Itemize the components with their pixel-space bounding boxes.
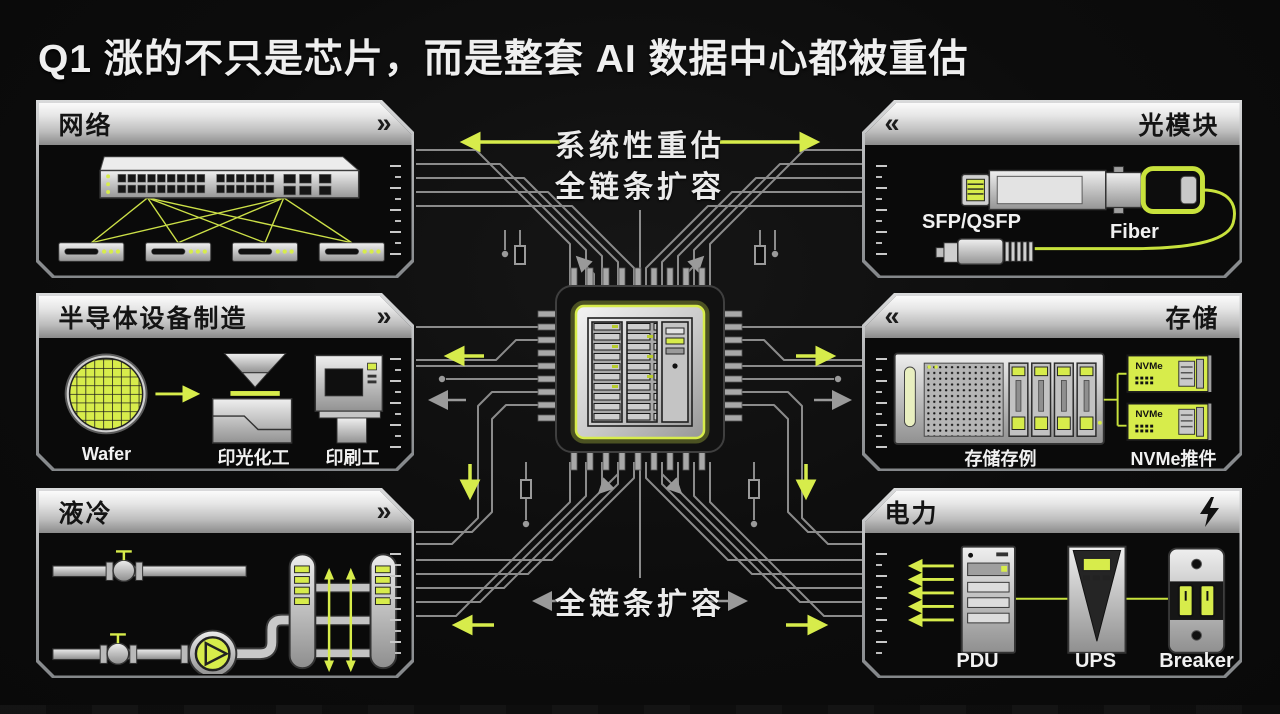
lightning-icon (1200, 497, 1220, 527)
full-chain-expansion-top-label: 全链条扩容 (555, 171, 725, 204)
power-chain-illustration (867, 537, 1238, 674)
breaker-label: Breaker (1159, 649, 1234, 672)
switch-ports (117, 174, 330, 195)
panel-storage-header: « 存储 (865, 296, 1240, 340)
fiber-label: Fiber (1110, 220, 1159, 243)
lithography-machine-icon (212, 353, 291, 442)
power-output-arrows (912, 565, 953, 619)
panel-semiconductor: 半导体设备制造 » (36, 293, 414, 471)
chip-die-rack-art (587, 317, 693, 427)
panel-optical-title: 光模块 (1138, 111, 1220, 140)
gray-arrows (428, 390, 852, 611)
breaker-icon (1168, 548, 1223, 652)
optical-module-illustration (867, 149, 1238, 274)
panel-storage: « 存储 (862, 293, 1242, 471)
nvme-text: NVMe (1135, 361, 1163, 372)
trace-pads (438, 245, 842, 528)
patch-connector-icon (936, 238, 1033, 263)
panel-semiconductor-title: 半导体设备制造 (58, 304, 248, 333)
panel-network: 网络 » (36, 100, 414, 278)
chevron-right-icon: » (376, 108, 392, 138)
full-chain-expansion-bottom-label: 全链条扩容 (555, 588, 725, 621)
panel-optical: « 光模块 (862, 100, 1242, 278)
pipe-bottom-pump (52, 619, 291, 673)
connector-ticks (390, 358, 401, 451)
fiber-connector-icon (1143, 168, 1202, 211)
footer-watermark (0, 705, 1280, 714)
panel-liquid-cooling: 液冷 » (36, 488, 414, 678)
wafer-icon (65, 354, 146, 433)
panel-power-title: 电力 (884, 499, 939, 528)
connector-ticks (390, 165, 401, 258)
panel-power-header: 电力 (865, 491, 1240, 535)
panel-storage-title: 存储 (1165, 304, 1220, 333)
panel-optical-header: « 光模块 (865, 103, 1240, 147)
pdu-label: PDU (956, 649, 999, 672)
ups-icon (1068, 546, 1125, 652)
storage-array-icon (894, 353, 1103, 443)
chip-pins (537, 267, 743, 471)
network-switch-illustration (41, 149, 410, 274)
chevron-left-icon: « (884, 108, 900, 138)
panel-network-title: 网络 (58, 111, 113, 140)
green-flow-arrows (443, 131, 837, 636)
sfp-label: SFP/QSFP (922, 210, 1021, 233)
systemic-reassessment-label: 系统性重估 (555, 130, 725, 163)
storage-instance-label: 存储存例 (964, 448, 1037, 469)
wafer-label: Wafer (81, 443, 132, 464)
nvme-stick-icon: NVMe (1127, 403, 1211, 440)
nvme-stick-icon: NVMe (1127, 355, 1211, 392)
pipe-top (52, 551, 245, 581)
panel-semiconductor-header: 半导体设备制造 » (39, 296, 412, 340)
flow-arrows (324, 567, 356, 671)
litho-label: 印光化工 (217, 447, 290, 468)
chevron-left-icon: « (884, 301, 900, 331)
manifolds (289, 554, 396, 668)
panel-network-header: 网络 » (39, 103, 412, 147)
panel-power: 电力 (862, 488, 1242, 678)
fiber-cable (1034, 190, 1234, 249)
connector-ticks (876, 553, 887, 658)
chevron-right-icon: » (376, 301, 392, 331)
ups-label: UPS (1074, 649, 1117, 672)
nvme-module-label: NVMe推件 (1130, 448, 1217, 469)
page-title: Q1 涨的不只是芯片，而是整套 AI 数据中心都被重估 (38, 38, 969, 81)
printer-machine-icon (315, 355, 382, 443)
printer-label: 印刷工 (325, 447, 380, 468)
liquid-cooling-illustration (41, 537, 410, 674)
sfp-transceiver-icon (961, 166, 1141, 213)
connector-ticks (390, 553, 401, 658)
server-nodes (58, 242, 384, 261)
nvme-bracket (1103, 373, 1127, 425)
connector-ticks (876, 165, 887, 258)
trace-bundles (416, 149, 864, 617)
chevron-right-icon: » (376, 496, 392, 526)
storage-server-illustration: NVMe NVMe (867, 342, 1238, 467)
panel-cooling-title: 液冷 (58, 499, 113, 528)
panel-cooling-header: 液冷 » (39, 491, 412, 535)
mesh-links (91, 197, 351, 242)
connector-ticks (876, 358, 887, 451)
pdu-icon (961, 546, 1014, 652)
chip-illustration (537, 267, 743, 471)
semiconductor-process-illustration (41, 342, 410, 467)
nvme-text: NVMe (1135, 409, 1163, 420)
